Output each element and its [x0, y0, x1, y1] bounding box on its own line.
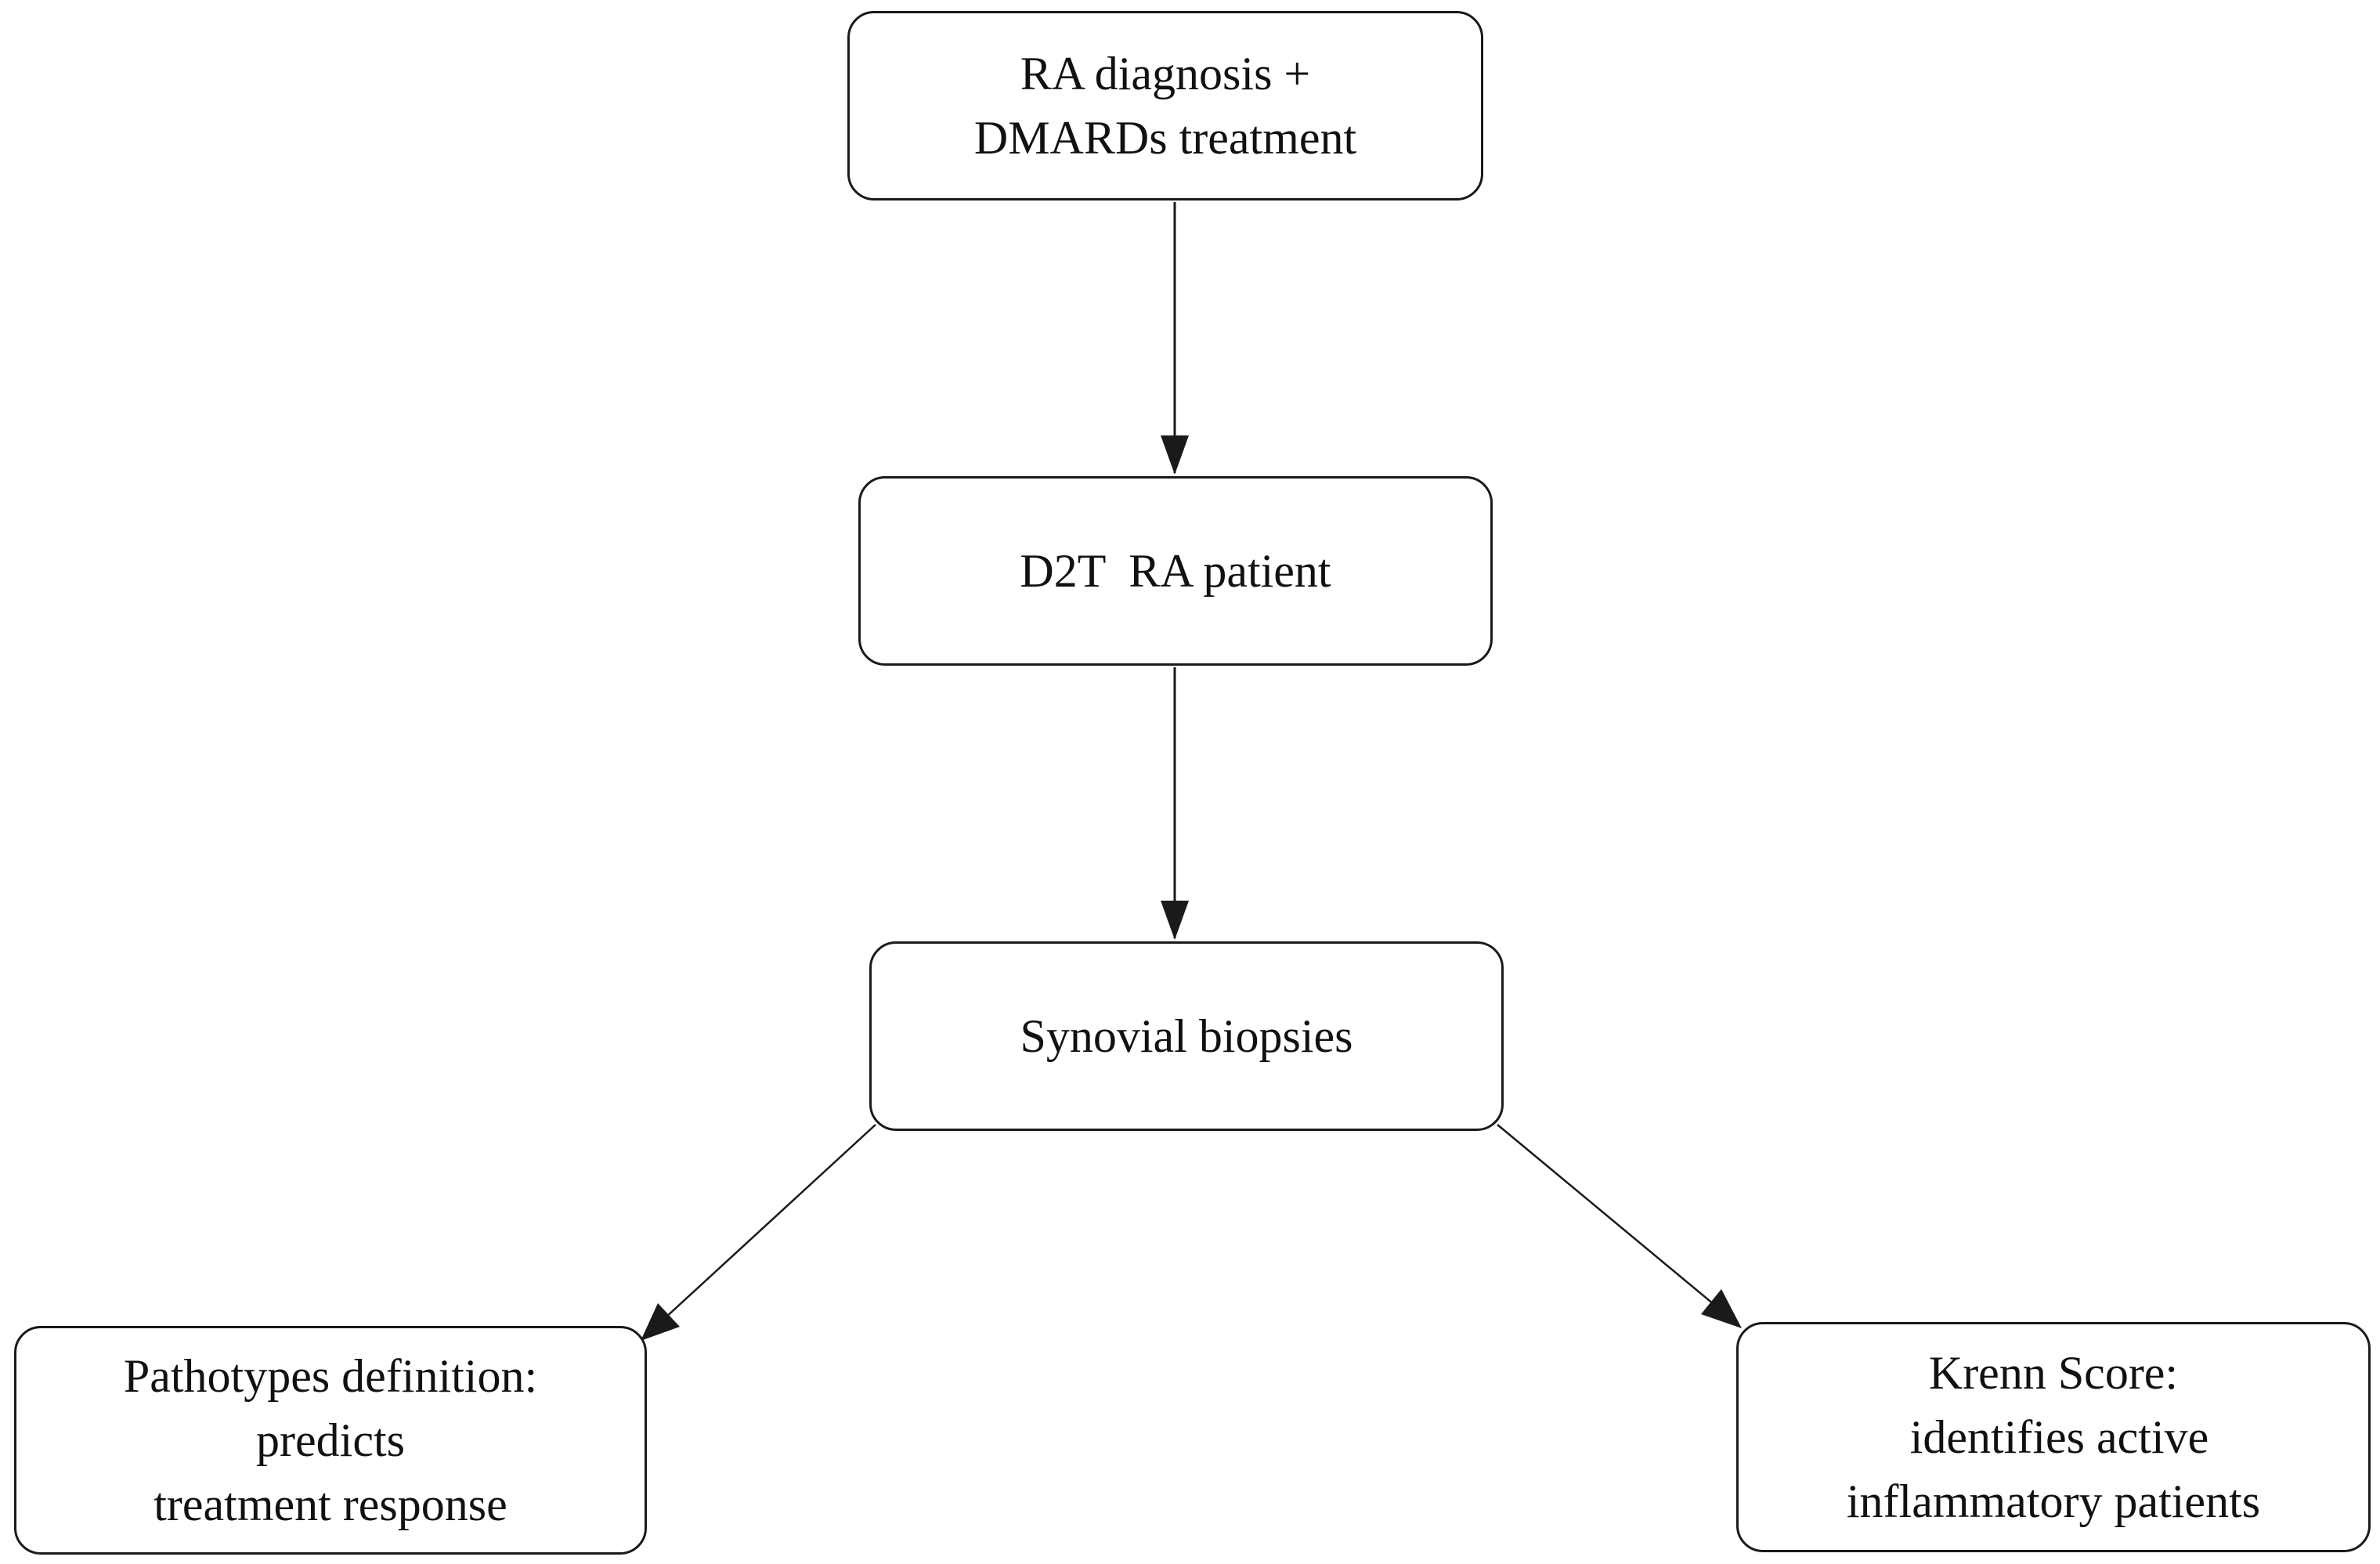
node-text-line: Krenn Score: — [1928, 1347, 2179, 1399]
node-synovial-biopsies: Synovial biopsies — [869, 941, 1504, 1131]
arrowhead-biopsies-to-krenn — [1701, 1289, 1742, 1328]
node-text-line: Pathotypes definition: — [123, 1350, 538, 1402]
node-text-line: inflammatory patients — [1846, 1476, 2261, 1527]
node-text-line: DMARDs treatment — [973, 112, 1357, 164]
node-text-line: treatment response — [153, 1479, 507, 1530]
node-text-line: Synovial biopsies — [1020, 1010, 1353, 1062]
connector-arrows — [641, 202, 1742, 1341]
node-ra-diagnosis: RA diagnosis + DMARDs treatment — [847, 11, 1483, 200]
arrowhead-diagnosis-to-d2t — [1161, 435, 1189, 475]
node-text-line: RA diagnosis + — [1020, 48, 1311, 99]
node-text-line: D2T RA patient — [1020, 545, 1331, 597]
node-krenn-score: Krenn Score: identifies active inflammat… — [1736, 1322, 2371, 1552]
node-pathotypes-definition: Pathotypes definition: predicts treatmen… — [14, 1326, 647, 1555]
node-text-line: identifies active — [1898, 1411, 2209, 1463]
arrow-biopsies-to-krenn — [1497, 1124, 1738, 1324]
arrowhead-biopsies-to-pathotypes — [641, 1303, 680, 1341]
arrowhead-d2t-to-biopsies — [1161, 901, 1189, 940]
node-d2t-ra-patient: D2T RA patient — [858, 476, 1493, 666]
arrow-biopsies-to-pathotypes — [645, 1124, 876, 1337]
node-text-line: predicts — [256, 1414, 405, 1466]
